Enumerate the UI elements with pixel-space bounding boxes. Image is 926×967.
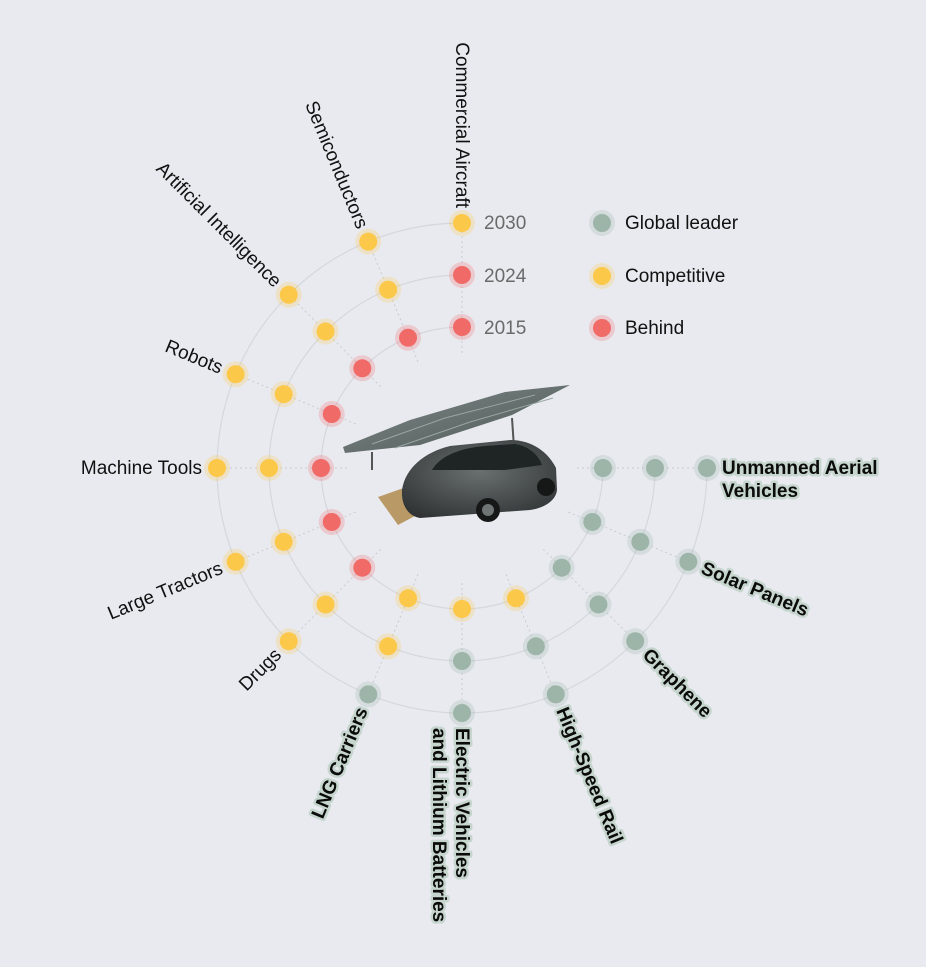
solar-panel-shape — [343, 385, 570, 453]
car-wheel-rear — [537, 478, 555, 496]
legend: Global leader Competitive Behind — [589, 210, 739, 341]
dot-commercial-aircraft-2015 — [453, 318, 471, 336]
dot-artificial-intelligence-2015 — [353, 359, 372, 378]
dot-commercial-aircraft-2030 — [453, 214, 471, 232]
category-label-group-artificial-intelligence: Artificial Intelligence — [152, 158, 286, 292]
ring-label-2015: 2015 — [484, 318, 526, 339]
dot-semiconductors-2015 — [399, 328, 418, 347]
category-label-unmanned-aerial-vehicles-line-2: Vehicles — [722, 481, 798, 502]
solar-panel-grid — [371, 394, 536, 445]
car-solar-photo — [343, 385, 570, 525]
category-label-group-machine-tools: Machine Tools — [81, 458, 202, 479]
category-label-large-tractors: Large Tractors — [105, 558, 226, 624]
dot-commercial-aircraft-2024 — [453, 266, 471, 284]
category-label-group-graphene: Graphene — [636, 642, 719, 725]
category-label-drugs: Drugs — [235, 645, 286, 696]
dot-electric-vehicles-and-lithium-batteries-2024 — [453, 652, 471, 670]
category-label-semiconductors: Semiconductors — [300, 98, 372, 232]
dot-machine-tools-2015 — [312, 459, 330, 477]
legend-dot-leader — [593, 214, 611, 232]
legend-item-competitive: Competitive — [589, 263, 725, 289]
legend-item-behind: Behind — [589, 315, 684, 341]
dot-semiconductors-2030 — [359, 232, 378, 251]
dot-electric-vehicles-and-lithium-batteries-2015 — [453, 600, 471, 618]
dot-lng-carriers-2015 — [399, 589, 418, 608]
category-label-group-large-tractors: Large Tractors — [105, 558, 226, 624]
category-label-electric-vehicles-and-lithium-batteries-line-2: and Lithium Batteries — [428, 728, 449, 922]
category-label-group-lng-carriers: LNG Carriers — [305, 702, 375, 824]
dot-drugs-2030 — [279, 632, 298, 651]
dot-artificial-intelligence-2024 — [316, 322, 335, 341]
category-label-robots: Robots — [162, 336, 226, 378]
legend-dot-behind — [593, 319, 611, 337]
dot-high-speed-rail-2015 — [506, 589, 525, 608]
dot-unmanned-aerial-vehicles-2015 — [594, 459, 612, 477]
dot-solar-panels-2024 — [631, 532, 650, 551]
category-label-group-drugs: Drugs — [235, 645, 286, 696]
category-label-group-solar-panels: Solar Panels — [695, 556, 813, 624]
solar-panel-grid-2 — [394, 397, 554, 449]
category-label-electric-vehicles-and-lithium-batteries-line-1: Electric Vehicles — [451, 728, 472, 878]
category-label-commercial-aircraft: Commercial Aircraft — [451, 42, 472, 208]
dot-semiconductors-2024 — [379, 280, 398, 299]
category-label-graphene: Graphene — [638, 645, 716, 723]
legend-label-leader: Global leader — [625, 213, 739, 234]
category-label-group-high-speed-rail: High-Speed Rail — [549, 702, 629, 850]
dot-unmanned-aerial-vehicles-2030 — [698, 459, 716, 477]
dot-artificial-intelligence-2030 — [279, 285, 298, 304]
dot-large-tractors-2015 — [322, 512, 341, 531]
category-label-machine-tools: Machine Tools — [81, 458, 202, 479]
dot-high-speed-rail-2030 — [546, 685, 565, 704]
dot-robots-2015 — [322, 405, 341, 424]
category-label-high-speed-rail: High-Speed Rail — [551, 704, 626, 847]
category-label-group-robots: Robots — [162, 336, 226, 378]
status-dots — [204, 210, 720, 726]
legend-label-competitive: Competitive — [625, 266, 725, 287]
dot-machine-tools-2024 — [260, 459, 278, 477]
dot-large-tractors-2030 — [226, 552, 245, 571]
category-label-unmanned-aerial-vehicles-line-1: Unmanned Aerial — [722, 458, 878, 479]
dot-high-speed-rail-2024 — [526, 637, 545, 656]
dot-robots-2024 — [274, 385, 293, 404]
dot-solar-panels-2030 — [679, 552, 698, 571]
category-label-artificial-intelligence: Artificial Intelligence — [152, 158, 286, 292]
dot-robots-2030 — [226, 365, 245, 384]
dot-electric-vehicles-and-lithium-batteries-2030 — [453, 704, 471, 722]
dot-lng-carriers-2024 — [379, 637, 398, 656]
legend-dot-competitive — [593, 267, 611, 285]
dot-graphene-2015 — [552, 558, 571, 577]
car-wheel-front-rim — [482, 504, 494, 516]
dot-graphene-2024 — [589, 595, 608, 614]
dot-drugs-2024 — [316, 595, 335, 614]
car-windows — [432, 444, 542, 470]
dot-drugs-2015 — [353, 558, 372, 577]
category-label-lng-carriers: LNG Carriers — [308, 704, 373, 821]
legend-item-global-leader: Global leader — [589, 210, 739, 236]
legend-label-behind: Behind — [625, 318, 684, 339]
dot-large-tractors-2024 — [274, 532, 293, 551]
dot-unmanned-aerial-vehicles-2024 — [646, 459, 664, 477]
ring-label-2030: 2030 — [484, 213, 526, 234]
ring-year-labels: 2030 2024 2015 — [484, 213, 527, 339]
dot-lng-carriers-2030 — [359, 685, 378, 704]
ring-label-2024: 2024 — [484, 266, 527, 287]
category-label-solar-panels: Solar Panels — [698, 558, 811, 621]
category-label-group-semiconductors: Semiconductors — [300, 98, 372, 232]
dot-graphene-2030 — [626, 632, 645, 651]
dot-machine-tools-2030 — [208, 459, 226, 477]
dot-solar-panels-2015 — [583, 512, 602, 531]
category-label-group-commercial-aircraft: Commercial Aircraft — [451, 42, 472, 208]
